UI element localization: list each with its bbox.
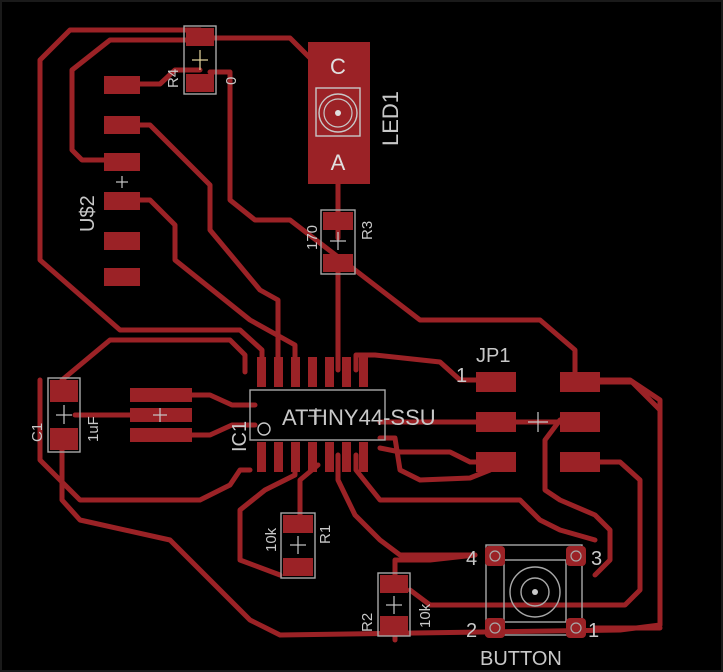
u2-pad-5 xyxy=(104,232,140,250)
led1-cathode-label: C xyxy=(330,54,346,79)
c1-pad-bottom xyxy=(50,428,78,450)
c1-pad-top xyxy=(50,380,78,402)
ic1-pins-bottom xyxy=(257,442,368,472)
header-pad-1 xyxy=(130,388,192,402)
led-led1: C A LED1 xyxy=(308,42,403,184)
button-pad-4 xyxy=(485,546,505,566)
jp1-pad-4 xyxy=(560,372,600,392)
resistor-r1: 10k R1 xyxy=(263,512,334,579)
trace-u2-p3-loop xyxy=(69,37,199,163)
r4-pad-bottom xyxy=(186,74,214,92)
ic1-pins-top xyxy=(257,357,368,387)
r3-pad-bottom xyxy=(323,254,353,272)
capacitor-c1: C1 1uF xyxy=(29,377,102,453)
r4-value: 0 xyxy=(223,77,240,85)
trace-c1-left xyxy=(37,377,253,503)
trace-u2-p1-r4 xyxy=(119,67,203,87)
jp1-pad-3 xyxy=(476,452,516,472)
trace-r4-left-loop xyxy=(37,27,265,373)
button-pad-3 xyxy=(566,546,586,566)
jp1-pad-1 xyxy=(476,372,516,392)
trace-c1-top xyxy=(59,337,248,393)
button-name: BUTTON xyxy=(480,648,562,670)
trace-6pin-ic-a xyxy=(187,392,258,408)
r2-outline xyxy=(377,572,411,637)
u2-pad-6 xyxy=(104,268,140,286)
button-pin4-label: 4 xyxy=(466,548,477,570)
trace-jp1-right-b xyxy=(577,379,663,443)
connector-jp1: JP1 1 xyxy=(456,345,600,472)
switch-button: 4 3 2 1 BUTTON xyxy=(466,544,602,670)
r1-pad-bottom xyxy=(283,558,313,576)
r4-outline xyxy=(183,25,217,95)
ic1-name: IC1 xyxy=(229,421,251,452)
button-pin2-label: 2 xyxy=(466,620,477,642)
connector-u2: U$2 xyxy=(77,76,140,286)
r1-name: R1 xyxy=(317,525,334,544)
r3-pad-top xyxy=(323,212,353,230)
trace-u2-p2-ic xyxy=(119,122,281,373)
ic-ic1: ATTINY44-SSU IC1 xyxy=(229,357,436,472)
r2-pad-bottom xyxy=(380,616,408,634)
button-pad-1 xyxy=(566,618,586,638)
traces xyxy=(37,27,663,643)
r4-name: R4 xyxy=(165,69,182,88)
u2-pad-4 xyxy=(104,192,140,210)
header-pad-3 xyxy=(130,428,192,442)
u2-pad-2 xyxy=(104,116,140,134)
trace-ic-right-low xyxy=(377,435,493,483)
c1-value: 1uF xyxy=(85,416,102,442)
jp1-pad-6 xyxy=(560,452,600,472)
ic1-value: ATTINY44-SSU xyxy=(282,405,436,430)
r3-name: R3 xyxy=(359,221,376,240)
r1-outline xyxy=(280,512,316,579)
jp1-pad-5 xyxy=(560,412,600,432)
r2-value: 10k xyxy=(417,603,434,628)
button-outline xyxy=(485,544,583,636)
button-pad-2 xyxy=(485,618,505,638)
button-pin1-label: 1 xyxy=(588,620,599,642)
r1-pad-top xyxy=(283,515,313,533)
jp1-name: JP1 xyxy=(476,345,510,367)
jp1-pad-2 xyxy=(476,412,516,432)
ic1-pin1-marker xyxy=(257,422,271,436)
r2-name: R2 xyxy=(359,613,376,632)
trace-r1-button xyxy=(297,462,321,523)
c1-name: C1 xyxy=(29,423,46,442)
trace-jp1-button xyxy=(542,417,613,578)
trace-jp1-right-c xyxy=(407,459,643,608)
trace-6pin-ic-b xyxy=(187,422,258,438)
r4-pad-top xyxy=(186,28,214,46)
r3-value: 170 xyxy=(304,225,321,250)
u2-pad-1 xyxy=(104,76,140,94)
trace-r2-button xyxy=(392,552,478,578)
resistor-r4: R4 0 xyxy=(165,25,240,95)
led1-anode-label: A xyxy=(331,150,346,175)
trace-ic-button-a xyxy=(335,452,478,558)
r3-outline xyxy=(320,209,356,275)
resistor-r3: 170 R3 xyxy=(304,209,376,275)
jp1-pin1-label: 1 xyxy=(456,365,467,387)
button-inner xyxy=(503,559,567,623)
trace-ic-jp1-p1 xyxy=(353,352,493,383)
trace-c1-bottom xyxy=(59,377,663,638)
resistor-r2: R2 10k xyxy=(359,572,434,637)
led1-name: LED1 xyxy=(378,91,403,146)
ic1-outline xyxy=(249,389,386,441)
button-pin3-label: 3 xyxy=(591,548,602,570)
u2-name: U$2 xyxy=(77,195,99,232)
header-3pad xyxy=(130,388,192,442)
trace-ic-button-b xyxy=(353,452,598,543)
trace-r4-jp1 xyxy=(207,69,578,386)
trace-u2-p4-ic xyxy=(119,197,298,373)
r1-value: 10k xyxy=(263,527,280,552)
c1-outline xyxy=(47,377,81,453)
u2-pad-3 xyxy=(104,153,140,171)
r2-pad-top xyxy=(380,575,408,593)
